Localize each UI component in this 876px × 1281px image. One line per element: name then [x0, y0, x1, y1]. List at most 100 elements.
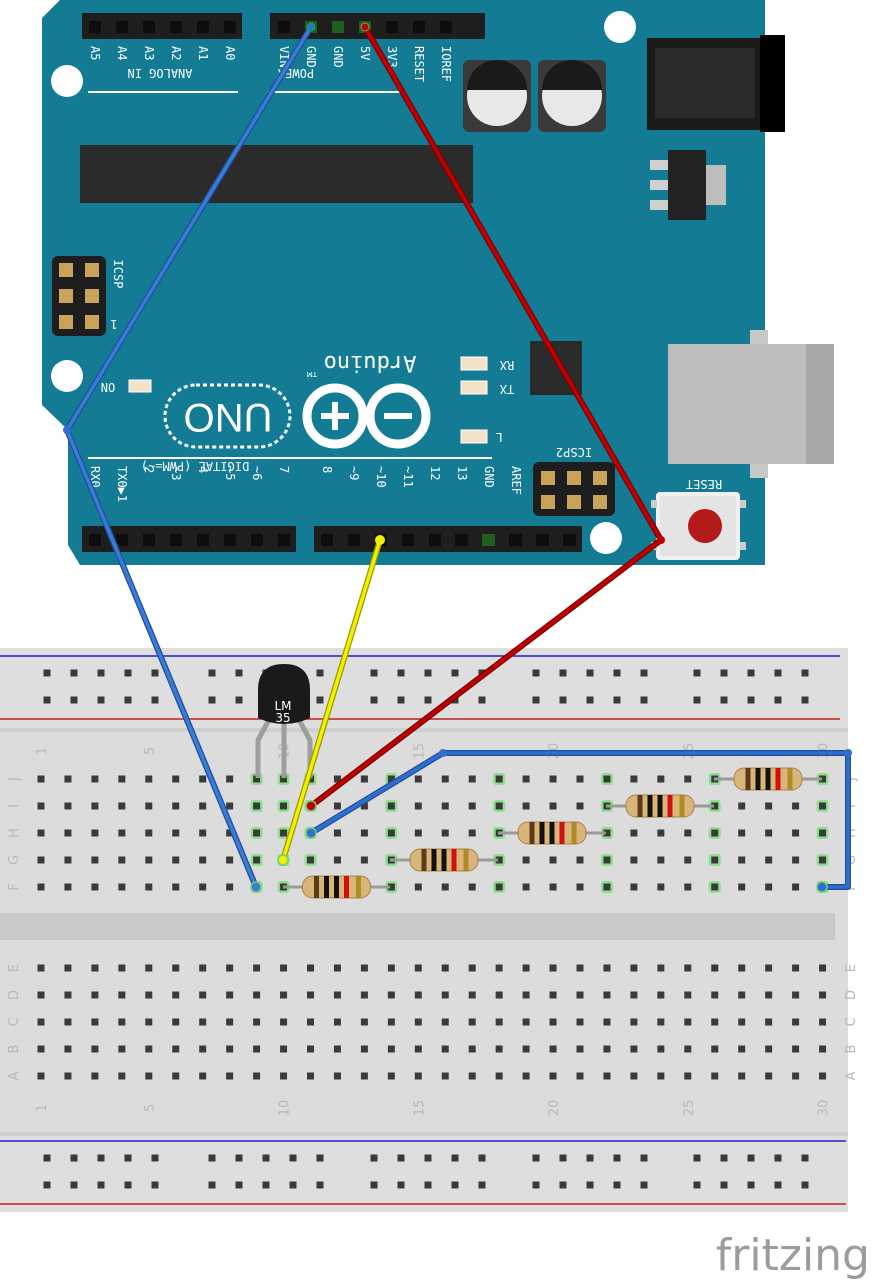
reset-button[interactable] — [651, 492, 746, 560]
breadboard-hole — [603, 991, 611, 999]
breadboard-hole — [333, 775, 341, 783]
icsp2-pin — [593, 495, 607, 509]
breadboard-hole — [145, 775, 153, 783]
breadboard-hole — [819, 991, 827, 999]
breadboard-hole — [468, 1045, 476, 1053]
header-pin — [413, 21, 425, 33]
breadboard-hole — [307, 964, 314, 972]
breadboard-hole — [37, 1045, 45, 1053]
breadboard-hole — [64, 1045, 72, 1053]
rx-label: RX — [499, 358, 514, 372]
header-pin — [278, 534, 290, 546]
breadboard-hole — [640, 1154, 648, 1162]
breadboard-hole — [145, 1072, 153, 1080]
column-number: 15 — [412, 1100, 427, 1117]
breadboard-hole — [792, 802, 800, 810]
breadboard-hole — [468, 1018, 476, 1026]
breadboard-hole — [549, 1018, 557, 1026]
breadboard-hole — [172, 829, 180, 837]
breadboard-hole — [280, 991, 288, 999]
breadboard-hole — [280, 964, 288, 972]
breadboard-hole — [253, 1072, 261, 1080]
breadboard-hole — [603, 829, 611, 837]
digital-pin-label: ~9 — [347, 466, 361, 480]
breadboard-hole — [738, 1018, 746, 1026]
breadboard-hole — [819, 1072, 827, 1080]
breadboard-hole — [307, 856, 314, 864]
breadboard-hole — [145, 1018, 153, 1026]
sensor-label-line1: LM — [274, 699, 291, 713]
breadboard-hole — [172, 964, 180, 972]
breadboard-hole — [549, 856, 557, 864]
breadboard-hole — [414, 802, 422, 810]
breadboard-hole — [280, 802, 288, 810]
breadboard-hole — [37, 964, 45, 972]
breadboard-hole — [495, 802, 503, 810]
breadboard-hole — [226, 964, 234, 972]
row-letter: D — [844, 990, 859, 1000]
breadboard-hole — [172, 1045, 180, 1053]
icsp2-pin — [593, 471, 607, 485]
breadboard-hole — [118, 1018, 126, 1026]
tx-label: TX — [499, 382, 514, 396]
digital-pin-label: 8 — [320, 466, 334, 473]
breadboard-hole — [532, 1154, 540, 1162]
header-pin — [89, 21, 101, 33]
power-pin-label: 5V — [358, 46, 372, 60]
breadboard-hole — [522, 802, 530, 810]
breadboard-hole — [765, 964, 773, 972]
breadboard-hole — [91, 1018, 99, 1026]
breadboard-hole — [64, 775, 72, 783]
header-pin — [429, 534, 441, 546]
on-label: ON — [101, 380, 115, 394]
breadboard-hole — [801, 1154, 809, 1162]
breadboard-hole — [711, 802, 719, 810]
digital-pin-label: 12 — [428, 466, 442, 480]
breadboard-hole — [738, 829, 746, 837]
row-letter: D — [7, 990, 22, 1000]
breadboard-hole — [226, 991, 234, 999]
lm35-sensor: LM 35 — [255, 664, 313, 778]
breadboard-hole — [711, 964, 719, 972]
breadboard-hole — [549, 775, 557, 783]
breadboard-hole — [684, 883, 692, 891]
breadboard-hole — [630, 964, 638, 972]
breadboard-hole — [657, 883, 665, 891]
breadboard-hole — [235, 696, 243, 704]
breadboard-hole — [657, 856, 665, 864]
icsp-pin — [59, 289, 73, 303]
breadboard-hole — [208, 1181, 216, 1189]
column-number: 10 — [278, 1100, 293, 1117]
arduino-logo: UNO Arduino TM — [163, 350, 431, 449]
breadboard-hole — [172, 991, 180, 999]
breadboard-hole — [64, 1018, 72, 1026]
wires — [63, 22, 852, 893]
row-letter: I — [7, 804, 22, 808]
breadboard-hole — [495, 1072, 503, 1080]
breadboard-hole — [630, 1018, 638, 1026]
breadboard-hole — [468, 802, 476, 810]
breadboard-hole — [441, 829, 449, 837]
icsp2-pin — [567, 471, 581, 485]
breadboard-hole — [91, 1045, 99, 1053]
breadboard-hole — [70, 1181, 78, 1189]
breadboard-hole — [532, 696, 540, 704]
breadboard-hole — [397, 669, 405, 677]
breadboard-hole — [208, 1154, 216, 1162]
breadboard-hole — [360, 802, 368, 810]
breadboard-hole — [387, 775, 395, 783]
breadboard-hole — [97, 669, 105, 677]
column-number: 5 — [143, 747, 158, 755]
breadboard-hole — [226, 775, 234, 783]
icsp-pin — [85, 315, 99, 329]
digital-label: DIGITAL (PWM=~) — [141, 459, 249, 473]
voltage-regulator — [650, 150, 726, 220]
breadboard-hole — [441, 1045, 449, 1053]
row-letter: H — [7, 828, 22, 838]
breadboard-hole — [64, 1072, 72, 1080]
breadboard-hole — [765, 856, 773, 864]
breadboard-hole — [684, 856, 692, 864]
column-number: 1 — [35, 1104, 50, 1112]
header-pin — [116, 21, 128, 33]
breadboard-hole — [280, 1045, 288, 1053]
